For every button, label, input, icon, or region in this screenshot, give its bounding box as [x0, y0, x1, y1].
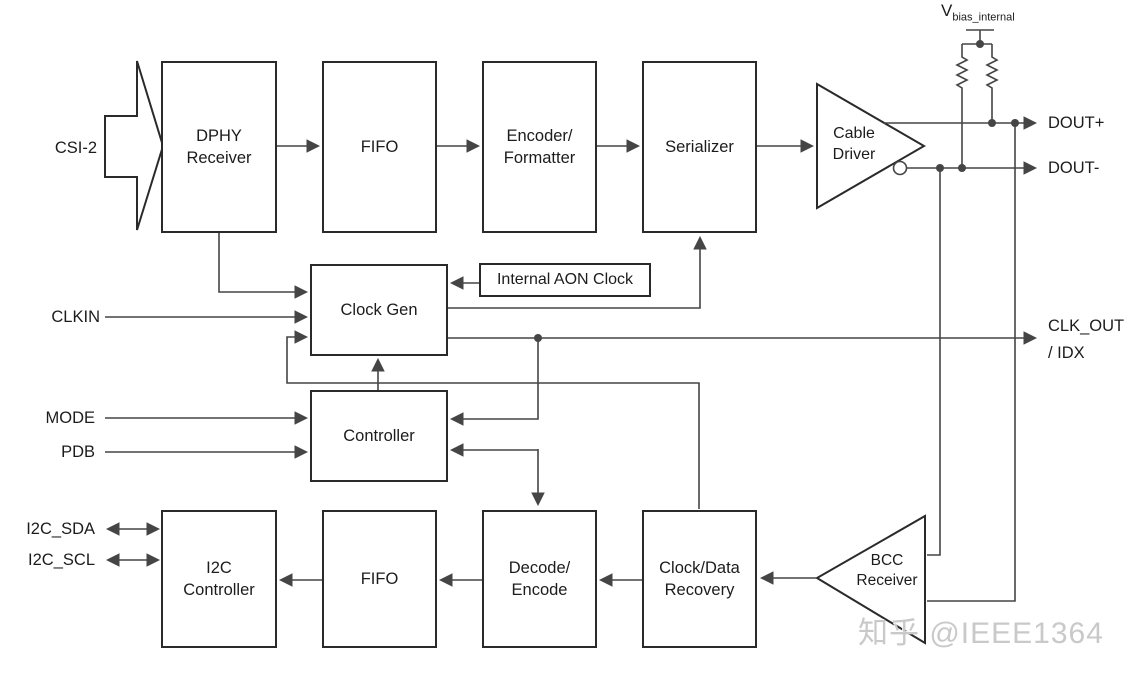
pin-label-idx: / IDX [1048, 344, 1085, 362]
block-i2c-controller: I2C Controller [161, 510, 277, 648]
vbias-network [955, 29, 999, 168]
block-fifo-top: FIFO [322, 61, 437, 233]
pin-label-dout-plus: DOUT+ [1048, 114, 1105, 132]
wire-cdr-feedback-to-clockgen [286, 330, 700, 509]
pin-label-pdb: PDB [61, 443, 95, 461]
bcc-receiver-label: BCC Receiver [856, 552, 918, 590]
block-clock-data-recovery: Clock/Data Recovery [642, 510, 757, 648]
cable-driver-triangle-icon [816, 82, 926, 210]
bcc-receiver-triangle-icon [815, 514, 926, 645]
junction-dot [936, 164, 944, 172]
vbias-sub: bias_internal [952, 11, 1015, 24]
block-internal-aon-clock: Internal AON Clock [479, 263, 651, 297]
block-fifo-bottom: FIFO [322, 510, 437, 648]
junction-dot [988, 119, 996, 127]
cable-driver-label: Cable Driver [832, 125, 876, 163]
resistor-left-icon [955, 44, 969, 168]
pin-label-clk-out: CLK_OUT [1048, 317, 1125, 335]
block-clock-gen: Clock Gen [310, 264, 448, 356]
wire-dphy-to-clockgen [218, 232, 309, 299]
pin-label-clkin: CLKIN [51, 308, 100, 326]
pin-label-i2c-scl: I2C_SCL [28, 551, 95, 569]
junction-dot [534, 334, 542, 342]
pin-label-mode: MODE [45, 409, 96, 427]
wire-clockgen-to-serializer [448, 235, 707, 309]
watermark: 知乎 @IEEE1364 [858, 617, 1104, 650]
csi2-block-arrow-icon [104, 60, 165, 231]
vbias-main: V [941, 1, 953, 20]
junction-dot [1011, 119, 1019, 127]
junction-dot [976, 40, 984, 48]
wire-doutminus-to-bcc [927, 168, 941, 556]
pin-label-vbias: Vbias_internal [941, 1, 1015, 23]
block-dphy-receiver: DPHY Receiver [161, 61, 277, 233]
wire-doutplus-to-bcc [927, 123, 1016, 602]
block-encoder-formatter: Encoder/ Formatter [482, 61, 597, 233]
pin-label-csi2: CSI-2 [54, 139, 97, 157]
pin-label-dout-minus: DOUT- [1048, 159, 1100, 177]
resistor-right-icon [985, 44, 999, 123]
inverter-bubble-icon [892, 160, 908, 176]
wire-clockgen-to-controller [449, 338, 539, 426]
pin-label-i2c-sda: I2C_SDA [26, 520, 95, 538]
block-decode-encode: Decode/ Encode [482, 510, 597, 648]
block-serializer: Serializer [642, 61, 757, 233]
block-controller: Controller [310, 390, 448, 482]
junction-dot [958, 164, 966, 172]
